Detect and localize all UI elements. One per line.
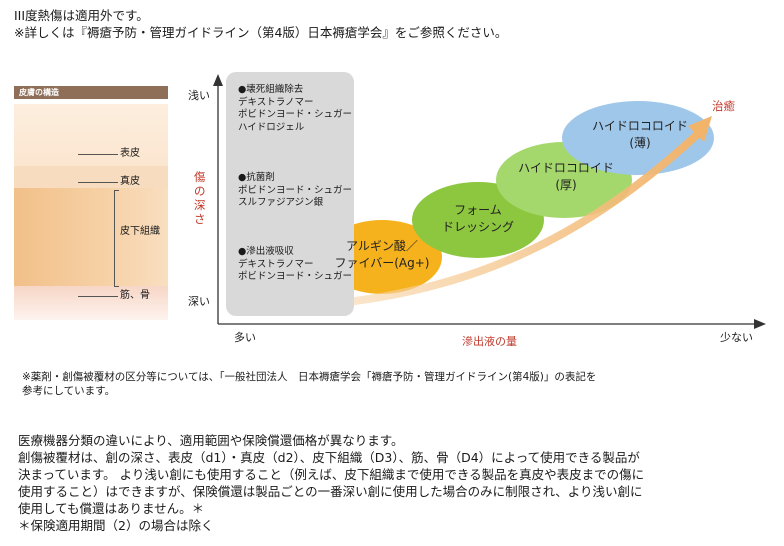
top-note-2: ※詳しくは『褥瘡予防・管理ガイドライン（第4版）日本褥瘡学会』をご参照ください。 xyxy=(14,25,508,40)
epidermis-layer xyxy=(14,104,168,166)
y-axis-label: 傷の深さ xyxy=(194,170,206,226)
label-hc-thin-line1: ハイドロコロイド xyxy=(592,119,688,133)
footnote-line1: ※薬剤・創傷被覆材の区分等については、「一般社団法人 日本褥瘡学会「褥瘡予防・管… xyxy=(22,371,597,383)
label-hydrocolloid-thin: ハイドロコロイド (薄) xyxy=(588,118,692,152)
agent-group-exudate: ●滲出液吸収 デキストラノマー ポビドンヨード・シュガー xyxy=(238,246,352,284)
label-alginate-line1: アルギン酸／ xyxy=(346,239,418,253)
x-left-label: 多い xyxy=(234,331,256,344)
body-line-5: 使用しても償還はありません。＊ xyxy=(18,501,205,516)
label-foam-line2: ドレッシング xyxy=(441,220,514,234)
label-foam-line1: フォーム xyxy=(454,203,502,217)
muscle-layer xyxy=(14,286,168,320)
y-bottom-label: 深い xyxy=(188,295,210,308)
label-alginate: アルギン酸／ ファイバー(Ag+) xyxy=(330,238,434,272)
body-paragraph: 医療機器分類の違いにより、適用範囲や保険償還価格が異なります。 創傷被覆材は、創… xyxy=(18,432,778,534)
x-axis-arrowhead xyxy=(754,319,766,329)
healing-arrowhead xyxy=(688,116,712,142)
goal-label: 治癒 xyxy=(712,99,735,113)
agent-group-debridement: ●壊死組織除去 デキストラノマー ポビドンヨード・シュガー ハイドロジェル xyxy=(238,84,352,134)
agent-header: ●滲出液吸収 xyxy=(238,246,294,257)
agent-group-antibacterial: ●抗菌剤 ポビドンヨード・シュガー スルファジアジン銀 xyxy=(238,172,352,210)
label-hc-thin-line2: (薄) xyxy=(629,136,651,150)
y-axis-arrowhead xyxy=(213,74,223,86)
label-dermis: 真皮 xyxy=(120,176,140,187)
label-muscle-bone: 筋、骨 xyxy=(120,290,150,301)
label-hc-thick-line1: ハイドロコロイド xyxy=(518,161,614,175)
label-hc-thick-line2: (厚) xyxy=(555,178,577,192)
agent-item: デキストラノマー xyxy=(238,258,314,270)
body-line-6: ＊保険適用期間（2）の場合は除く xyxy=(18,518,214,533)
agent-item: ハイドロジェル xyxy=(238,121,305,133)
subcutaneous-layer xyxy=(14,188,168,286)
agent-item: ポビドンヨード・シュガー xyxy=(238,184,353,196)
body-line-1: 医療機器分類の違いにより、適用範囲や保険償還価格が異なります。 xyxy=(18,433,404,448)
agent-header: ●抗菌剤 xyxy=(238,172,275,183)
dermis-layer xyxy=(14,166,168,188)
agents-box: ●壊死組織除去 デキストラノマー ポビドンヨード・シュガー ハイドロジェル ●抗… xyxy=(226,72,354,316)
skin-structure: 皮膚の構造 表皮 真皮 皮下組織 筋、骨 xyxy=(14,86,168,320)
agent-item: スルファジアジン銀 xyxy=(238,197,324,208)
label-alginate-line2: ファイバー(Ag+) xyxy=(334,256,430,270)
skin-title: 皮膚の構造 xyxy=(14,86,168,99)
y-top-label: 浅い xyxy=(188,89,210,102)
label-subcutaneous: 皮下組織 xyxy=(120,226,160,237)
footnote-line2: 参考にしています。 xyxy=(22,385,116,397)
label-hydrocolloid-thick: ハイドロコロイド (厚) xyxy=(514,160,618,194)
body-line-2: 創傷被覆材は、創の深さ、表皮（d1）・真皮（d2）、皮下組織（D3）、筋、骨（D… xyxy=(18,450,640,465)
top-note-1: III度熱傷は適用外です。 xyxy=(14,8,149,23)
agent-item: ポビドンヨード・シュガー xyxy=(238,109,353,120)
label-foam: フォーム ドレッシング xyxy=(430,202,526,236)
body-line-4: 使用すること）はできますが、保険償還は製品ごとの一番深い創に使用した場合のみに制… xyxy=(18,484,643,499)
agent-item: ポビドンヨード・シュガー xyxy=(238,271,353,282)
label-epidermis: 表皮 xyxy=(120,148,140,159)
agent-header: ●壊死組織除去 xyxy=(238,84,304,95)
x-right-label: 少ない xyxy=(720,331,753,344)
x-axis-label: 滲出液の量 xyxy=(462,335,517,348)
body-line-3: 決まっています。 より浅い創にも使用すること（例えば、皮下組織まで使用できる製品… xyxy=(18,467,645,482)
agent-item: デキストラノマー xyxy=(238,96,314,108)
